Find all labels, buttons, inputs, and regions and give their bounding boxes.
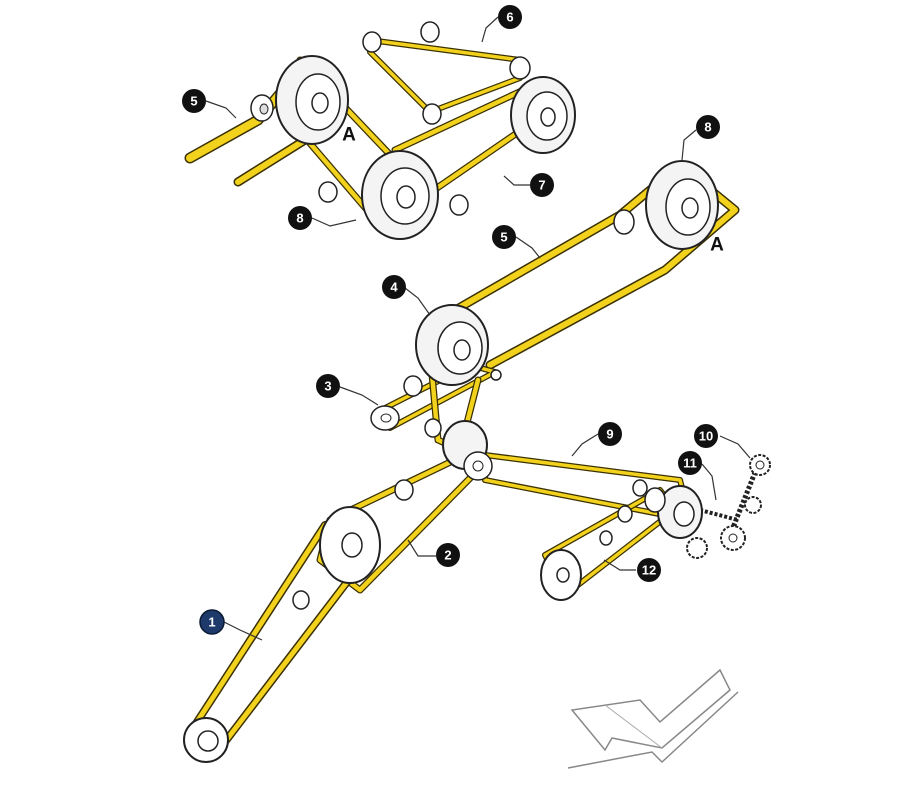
pulley-center [442,420,493,481]
callout-10-label: 10 [699,429,713,444]
leader-c12 [603,559,636,571]
pulley-12 [540,549,582,601]
callout-7: 7 [530,173,554,197]
pulley-inset-large-right [510,76,576,154]
idler-inset-2 [362,31,382,53]
callout-10: 10 [694,424,718,448]
leader-c10 [719,435,751,459]
idler-inset-4 [509,56,531,80]
leader-c1 [223,621,263,641]
callout-4-label: 4 [390,280,398,295]
idler-inset-5 [422,103,442,125]
idler-main-belt1 [292,590,310,610]
callout-9-label: 9 [606,427,613,442]
callout-3: 3 [316,374,340,398]
leader-c4 [404,287,431,316]
callout-8b-label: 8 [704,120,711,135]
leader-lines [205,16,751,641]
callout-5b: 5 [492,225,516,249]
inset-a-group [184,21,576,240]
idler-main-mid [424,418,442,438]
callout-12: 12 [637,558,661,582]
sprocket-bottom [720,525,746,551]
main-drive-group [183,160,771,763]
leader-c8a [311,217,357,227]
chain-11 [725,464,761,541]
direction-arrow-icon [567,668,739,769]
callouts: 1 2 3 4 5 5 6 7 [182,5,720,635]
idler-inset-3 [420,21,440,43]
sprocket-mid [744,496,762,514]
idler-main-9 [632,479,648,497]
idler-inset-1 [250,94,274,122]
idler-main-12b [599,530,613,546]
leader-c5b [515,236,541,259]
callout-2-label: 2 [444,548,451,563]
belt-inset-feed-lower-fill [235,137,308,185]
leader-c7 [503,175,530,186]
pulley-1-bottom [183,717,229,763]
callout-7-label: 7 [538,178,545,193]
pulley-inset-large-left [275,55,349,145]
callout-1: 1 [199,609,225,635]
sprocket-top [749,454,771,476]
callout-11: 11 [678,451,702,475]
leader-c8b [681,129,697,161]
callout-2: 2 [436,543,460,567]
leader-c9 [571,433,599,457]
pulley-a-main [645,160,719,250]
callout-3-label: 3 [324,379,331,394]
callout-8b: 8 [696,115,720,139]
idler-inset-6 [318,181,338,203]
callout-6: 6 [498,5,522,29]
sprocket-left [686,537,708,559]
idler-inset-7 [449,194,469,216]
leader-c2 [407,539,436,557]
leader-c6 [481,16,499,43]
section-label-a-top: A [342,125,356,146]
callout-5b-label: 5 [500,230,507,245]
section-label-a-main: A [710,235,724,256]
idler-main-3 [403,375,423,397]
callout-5a-label: 5 [190,94,197,109]
idler-main-upper [613,209,635,235]
callout-6-label: 6 [506,10,513,25]
leader-c5a [205,100,237,119]
callout-4: 4 [382,275,406,299]
leader-c3 [339,386,379,406]
callout-8a: 8 [288,206,312,230]
pulley-inset-large-center [361,150,439,240]
callout-11-label: 11 [683,456,697,471]
callout-5a: 5 [182,89,206,113]
callout-8a-label: 8 [296,211,303,226]
idler-main-left [394,479,414,501]
pulley-2 [319,506,381,584]
callout-12-label: 12 [642,563,656,578]
leader-c11 [701,463,717,501]
pulley-3 [370,405,400,431]
chain-11b [699,508,739,522]
idler-main-12a [617,505,633,523]
callout-1-label: 1 [208,615,215,630]
pulley-4 [415,304,502,386]
pulley-right-9 [644,485,703,539]
callout-9: 9 [598,422,622,446]
